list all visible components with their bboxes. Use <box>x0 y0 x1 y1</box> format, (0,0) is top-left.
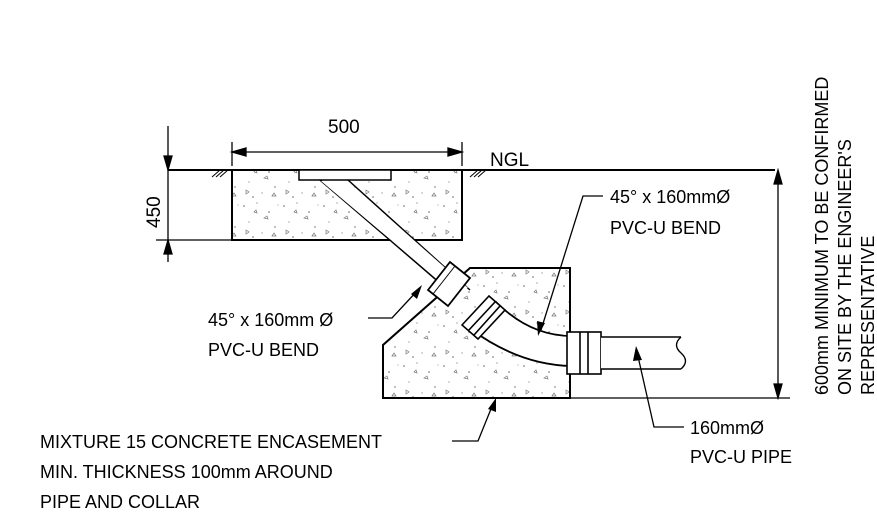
lower-bend-label-line1: 45° x 160mm Ø <box>208 310 333 330</box>
width-dimension-label: 500 <box>328 117 360 138</box>
pipe-leader <box>636 351 684 428</box>
upper-bend-leader <box>540 195 603 331</box>
lower-bend-leader <box>368 289 419 319</box>
ngl-label: NGL <box>490 150 529 171</box>
ground-hatch-left <box>211 169 229 178</box>
pipe-label-line2: PVC-U PIPE <box>690 447 792 467</box>
bend-socket <box>460 294 507 341</box>
pipe-socket <box>566 331 602 375</box>
horizontal-pipe <box>601 336 687 370</box>
height-dimension-label: 450 <box>144 196 165 228</box>
depth-note-line1: 600mm MINIMUM TO BE CONFIRMED <box>812 77 832 395</box>
height-dimension <box>156 126 232 262</box>
encasement-label-line1: MIXTURE 15 CONCRETE ENCASEMENT <box>40 432 382 452</box>
upper-bend-label-line2: PVC-U BEND <box>610 218 721 238</box>
width-dimension <box>229 142 465 166</box>
inclined-pipe-fill <box>321 181 468 289</box>
depth-note-line3: REPRESENTATIVE <box>858 236 877 395</box>
ground-hatch-right <box>469 169 487 178</box>
encasement-label-line2: MIN. THICKNESS 100mm AROUND <box>40 462 333 482</box>
encasement-leader <box>452 403 494 442</box>
pipe-collar <box>426 260 472 308</box>
surface-cover <box>298 169 392 181</box>
pipe-label-line1: 160mmØ <box>690 418 764 438</box>
upper-bend-label-line1: 45° x 160mmØ <box>610 187 730 207</box>
encasement-label-line3: PIPE AND COLLAR <box>40 492 200 512</box>
lower-bend-label-line2: PVC-U BEND <box>208 340 319 360</box>
depth-dimension <box>570 167 790 401</box>
depth-note-line2: ON SITE BY THE ENGINEER'S <box>835 139 855 395</box>
